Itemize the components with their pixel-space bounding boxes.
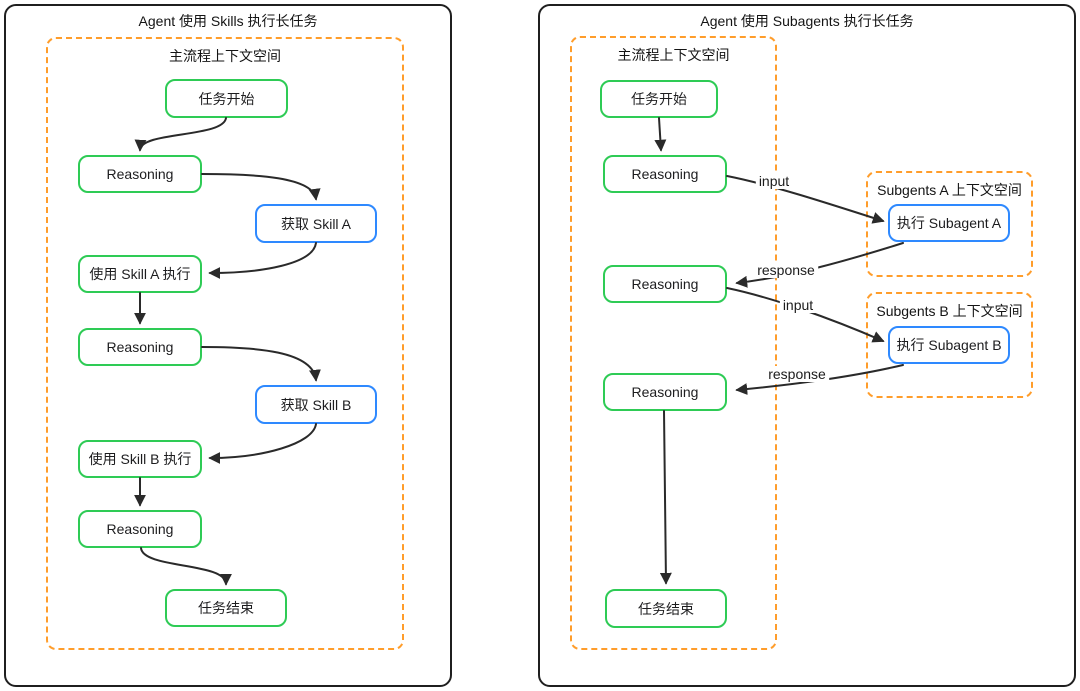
edge-label-input-a: input — [755, 173, 793, 189]
subagent-b-context-box: Subgents B 上下文空间 — [866, 292, 1033, 398]
node-label: 使用 Skill A 执行 — [89, 266, 191, 282]
node-exec-subagent-a: 执行 Subagent A — [888, 204, 1010, 242]
edge-label-input-b: input — [779, 297, 817, 313]
main-context-box-left: 主流程上下文空间 — [46, 37, 404, 650]
node-label: 任务开始 — [198, 90, 255, 107]
node-use-skill-b: 使用 Skill B 执行 — [78, 440, 202, 478]
subagent-a-context-label: Subgents A 上下文空间 — [877, 182, 1022, 198]
node-task-end-right: 任务结束 — [605, 589, 727, 628]
node-label: Reasoning — [106, 166, 174, 182]
node-label: 使用 Skill B 执行 — [88, 451, 192, 467]
subagent-b-context-label: Subgents B 上下文空间 — [876, 303, 1023, 319]
node-label: 执行 Subagent B — [896, 337, 1002, 353]
node-label: 任务结束 — [638, 600, 694, 617]
node-label: Reasoning — [631, 384, 699, 400]
node-reasoning2-left: Reasoning — [78, 328, 202, 366]
node-get-skill-a: 获取 Skill A — [255, 204, 377, 243]
node-reasoning3-right: Reasoning — [603, 373, 727, 411]
node-label: 任务结束 — [198, 600, 254, 616]
panel-skills-title: Agent 使用 Skills 执行长任务 — [138, 13, 318, 29]
node-reasoning1-right: Reasoning — [603, 155, 727, 193]
node-reasoning2-right: Reasoning — [603, 265, 727, 303]
main-context-box-right: 主流程上下文空间 — [570, 36, 777, 650]
node-label: 任务开始 — [631, 91, 687, 107]
node-exec-subagent-b: 执行 Subagent B — [888, 326, 1010, 364]
edge-label-response-a: response — [754, 262, 818, 278]
node-task-end-left: 任务结束 — [165, 589, 287, 627]
node-label: Reasoning — [106, 521, 174, 537]
main-context-label-right: 主流程上下文空间 — [617, 47, 730, 63]
node-label: 获取 Skill A — [280, 215, 351, 232]
node-task-start-right: 任务开始 — [600, 80, 718, 118]
node-label: 获取 Skill B — [280, 396, 352, 413]
node-get-skill-b: 获取 Skill B — [255, 385, 377, 424]
edge-label-response-b: response — [765, 366, 829, 382]
node-task-start-left: 任务开始 — [165, 79, 288, 118]
node-label: Reasoning — [106, 339, 174, 355]
node-reasoning1-left: Reasoning — [78, 155, 202, 193]
node-use-skill-a: 使用 Skill A 执行 — [78, 255, 202, 293]
main-context-label-left: 主流程上下文空间 — [169, 48, 281, 64]
node-label: 执行 Subagent A — [896, 215, 1002, 231]
subagent-a-context-box: Subgents A 上下文空间 — [866, 171, 1033, 277]
node-label: Reasoning — [631, 166, 699, 182]
panel-subagents-title: Agent 使用 Subagents 执行长任务 — [700, 13, 914, 29]
node-label: Reasoning — [631, 276, 699, 292]
node-reasoning3-left: Reasoning — [78, 510, 202, 548]
